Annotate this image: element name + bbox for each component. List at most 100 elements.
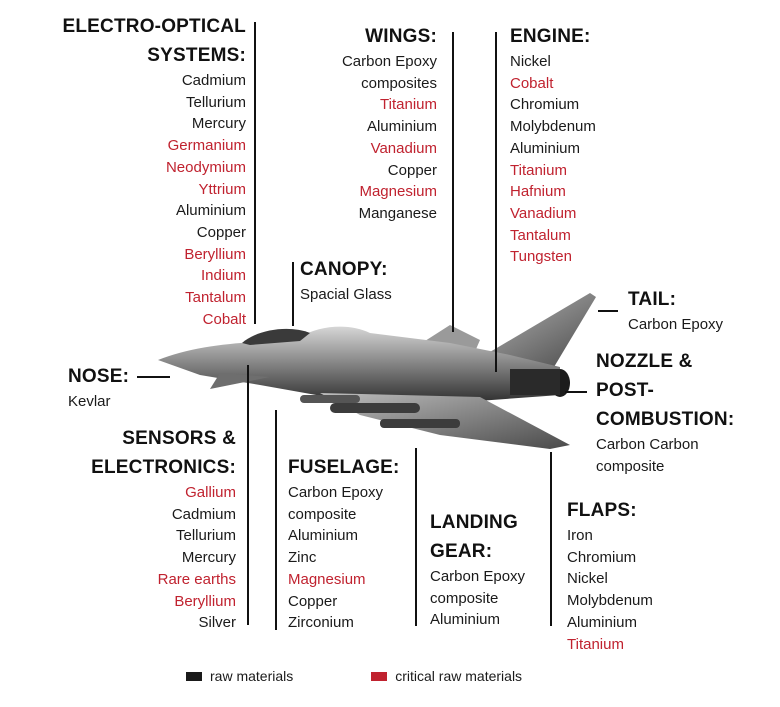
material-item: Beryllium bbox=[184, 245, 246, 263]
material-item: Magnesium bbox=[359, 183, 437, 201]
material-item: Carbon Epoxy bbox=[341, 53, 437, 70]
group-title: FUSELAGE: bbox=[288, 457, 400, 478]
group-title: NOSE: bbox=[68, 366, 130, 387]
material-item: Chromium bbox=[567, 548, 637, 566]
material-item: Kevlar bbox=[68, 393, 111, 410]
material-item: Carbon Epoxy bbox=[288, 484, 384, 501]
material-item: Nickel bbox=[510, 53, 551, 70]
material-list: Spacial Glass bbox=[300, 284, 392, 306]
group-title: TAIL: bbox=[628, 289, 677, 310]
group-canopy: CANOPY: Spacial Glass bbox=[300, 255, 392, 306]
connector-wings bbox=[452, 32, 454, 332]
material-item: Aluminium bbox=[288, 527, 359, 545]
group-title: CANOPY: bbox=[300, 259, 388, 280]
material-item: Copper bbox=[387, 161, 437, 179]
tail-fin bbox=[468, 293, 596, 367]
material-item: composite bbox=[596, 457, 665, 475]
material-list: Carbon Carbon composite bbox=[596, 434, 734, 477]
connector-nozzle bbox=[565, 391, 587, 393]
material-item: Cadmium bbox=[171, 505, 236, 523]
material-item: Cadmium bbox=[181, 72, 246, 89]
material-item: Carbon Epoxy bbox=[628, 316, 724, 333]
material-item: Indium bbox=[200, 267, 246, 285]
material-item: Neodymium bbox=[165, 158, 246, 176]
connector-landing-gear bbox=[415, 448, 417, 626]
material-item: composites bbox=[361, 74, 437, 92]
group-nose: NOSE: Kevlar bbox=[68, 362, 129, 413]
connector-tail bbox=[598, 310, 618, 312]
material-item: Silver bbox=[198, 614, 236, 632]
material-item: Tantalum bbox=[185, 289, 246, 307]
legend-raw: raw materials bbox=[186, 668, 293, 684]
fuselage bbox=[158, 326, 560, 403]
legend-critical: critical raw materials bbox=[371, 668, 522, 684]
group-title: NOZZLE & POST- COMBUSTION: bbox=[596, 351, 735, 430]
material-item: Yttrium bbox=[198, 180, 246, 198]
material-item: Titanium bbox=[510, 161, 567, 179]
legend-raw-label: raw materials bbox=[210, 668, 294, 684]
material-item: Molybdenum bbox=[567, 592, 653, 610]
material-item: Gallium bbox=[185, 484, 236, 501]
material-item: Titanium bbox=[380, 96, 437, 114]
material-item: composite bbox=[430, 589, 499, 607]
group-tail: TAIL: Carbon Epoxy bbox=[628, 285, 723, 336]
material-item: Tantalum bbox=[510, 226, 571, 244]
connector-nose bbox=[137, 376, 170, 378]
material-item: Vanadium bbox=[510, 204, 577, 222]
material-item: Germanium bbox=[167, 137, 246, 155]
connector-canopy bbox=[292, 262, 294, 326]
material-item: Carbon Carbon bbox=[596, 436, 699, 453]
legend-critical-label: critical raw materials bbox=[395, 668, 523, 684]
material-item: Titanium bbox=[567, 635, 624, 653]
connector-electro-optical bbox=[254, 22, 256, 324]
critical-swatch bbox=[371, 671, 388, 681]
material-item: Aluminium bbox=[430, 611, 501, 629]
material-item: Molybdenum bbox=[510, 118, 596, 136]
material-item: Aluminium bbox=[175, 202, 246, 220]
material-item: Zirconium bbox=[288, 614, 354, 632]
material-item: Copper bbox=[196, 223, 246, 241]
material-item: Rare earths bbox=[157, 570, 236, 588]
material-list: Kevlar bbox=[68, 391, 129, 413]
fighter-jet-illustration bbox=[158, 293, 596, 449]
material-item: Vanadium bbox=[370, 139, 437, 157]
connector-fuselage bbox=[275, 410, 277, 630]
group-title: WINGS: bbox=[365, 26, 437, 47]
material-item: Hafnium bbox=[510, 183, 566, 201]
connector-sensors bbox=[247, 365, 249, 625]
material-item: Magnesium bbox=[288, 570, 366, 588]
connector-engine bbox=[495, 32, 497, 372]
material-item: Aluminium bbox=[510, 139, 581, 157]
material-item: Cobalt bbox=[510, 74, 554, 92]
material-item: Tellurium bbox=[185, 93, 246, 111]
material-item: composite bbox=[288, 505, 357, 523]
material-item: Zinc bbox=[288, 549, 317, 567]
material-item: Carbon Epoxy bbox=[430, 568, 526, 585]
group-title: FLAPS: bbox=[567, 500, 637, 521]
material-item: Tellurium bbox=[175, 527, 236, 545]
material-item: Beryllium bbox=[174, 592, 236, 610]
group-title: ELECTRO-OPTICAL SYSTEMS: bbox=[62, 16, 246, 66]
group-title: ENGINE: bbox=[510, 26, 591, 47]
material-item: Chromium bbox=[510, 96, 580, 114]
material-item: Manganese bbox=[358, 204, 437, 222]
group-title: SENSORS & ELECTRONICS: bbox=[91, 428, 236, 478]
legend: raw materials critical raw materials bbox=[186, 668, 522, 684]
group-title: LANDING GEAR: bbox=[430, 512, 518, 562]
material-item: Tungsten bbox=[510, 248, 572, 266]
material-item: Spacial Glass bbox=[300, 286, 392, 303]
material-item: Mercury bbox=[181, 549, 236, 567]
canopy bbox=[242, 328, 310, 345]
